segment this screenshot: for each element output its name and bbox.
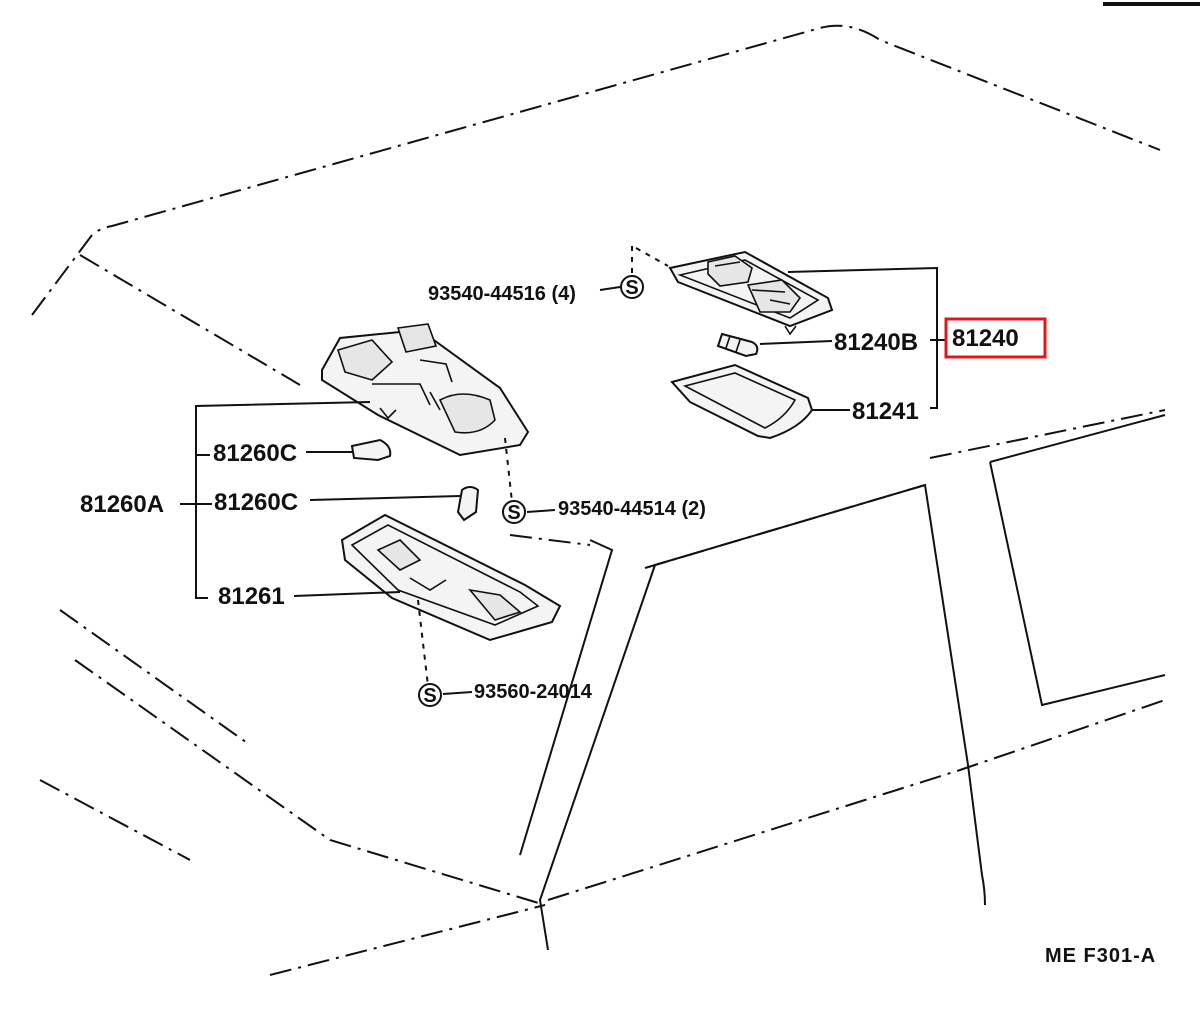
- bulb-81260C-top[interactable]: [350, 438, 392, 462]
- label-81240[interactable]: 81240: [952, 325, 1019, 352]
- screw-symbol-3-label: S: [423, 685, 436, 707]
- lamp-assembly-81260A: [321, 323, 562, 687]
- label-81240B[interactable]: 81240B: [834, 329, 918, 356]
- highlight-box-81240: [944, 317, 1047, 359]
- label-81241[interactable]: 81241: [852, 398, 919, 425]
- label-81260C-top[interactable]: 81260C: [213, 440, 297, 467]
- lamp-assembly-81240: [631, 246, 834, 440]
- screw-symbol-2[interactable]: S: [502, 500, 526, 524]
- screw-symbol-3[interactable]: S: [418, 683, 442, 707]
- label-81260A[interactable]: 81260A: [80, 491, 164, 518]
- bulb-81240B[interactable]: [716, 332, 759, 358]
- label-93540-44516[interactable]: 93540-44516 (4): [428, 283, 576, 305]
- label-93560-24014[interactable]: 93560-24014: [474, 681, 593, 703]
- figure-code: ME F301-A: [1045, 945, 1156, 967]
- screw-symbol-1[interactable]: S: [620, 275, 644, 299]
- bulb-81260C-mid[interactable]: [456, 486, 480, 522]
- window-frames: [519, 414, 1166, 951]
- leader-lines: [180, 266, 945, 695]
- lens-81261[interactable]: [340, 513, 562, 642]
- label-81261[interactable]: 81261: [218, 583, 285, 610]
- label-93540-44514[interactable]: 93540-44514 (2): [558, 498, 706, 520]
- lamp-housing-81240[interactable]: [668, 250, 834, 336]
- screw-symbol-2-label: S: [507, 502, 520, 524]
- label-81260C-mid[interactable]: 81260C: [214, 489, 298, 516]
- screw-symbol-1-label: S: [625, 277, 638, 299]
- lens-81241[interactable]: [670, 363, 814, 440]
- lamp-base-81260A[interactable]: [321, 323, 530, 457]
